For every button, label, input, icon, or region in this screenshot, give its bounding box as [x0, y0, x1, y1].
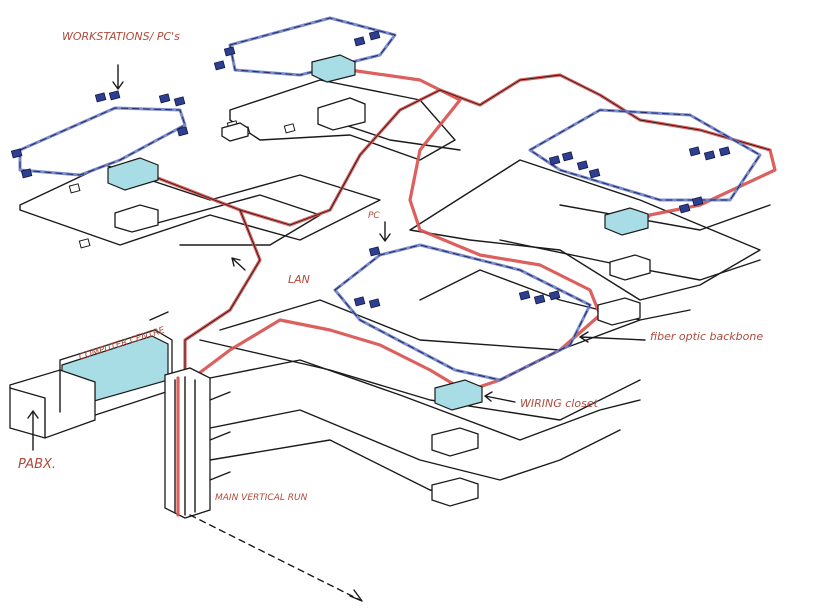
pc: [284, 124, 295, 133]
pc: [69, 184, 80, 193]
down-arrow: [190, 515, 362, 601]
equipment-box: [598, 298, 640, 325]
workstation: [679, 204, 690, 213]
workstation: [354, 37, 365, 46]
pc: [79, 239, 90, 248]
pc-label: PC: [368, 211, 380, 221]
equipment-box: [610, 255, 650, 280]
wiring-closet: [435, 380, 482, 410]
workstation: [95, 93, 106, 102]
workstation: [174, 97, 185, 106]
wiring-closet: [312, 55, 355, 82]
main-vertical-run-label: MAIN VERTICAL RUN: [215, 493, 308, 503]
equipment-box: [432, 478, 478, 506]
workstation: [109, 91, 120, 100]
workstation: [577, 161, 588, 170]
equipment-box: [115, 205, 158, 232]
workstations-label: WORKSTATIONS/ PC's: [62, 30, 180, 43]
lan-cabling: [20, 80, 770, 495]
equipment-box: [222, 123, 248, 141]
equipment-box: [432, 428, 478, 456]
workstation: [704, 151, 715, 160]
workstation: [689, 147, 700, 156]
fiber-backbone-label: fiber optic backbone: [650, 330, 763, 343]
workstation: [562, 152, 573, 161]
pabx-box: [10, 370, 95, 438]
workstation: [354, 297, 365, 306]
pabx-label: PABX.: [18, 457, 56, 472]
workstation: [369, 31, 380, 40]
lan-label: LAN: [288, 273, 310, 286]
equipment-box: [318, 98, 365, 130]
workstation: [549, 156, 560, 165]
workstation: [369, 299, 380, 308]
workstation: [519, 291, 530, 300]
workstation: [549, 291, 560, 300]
annotations: WORKSTATIONS/ PC's LAN PC fiber optic ba…: [18, 30, 763, 503]
workstation: [214, 61, 225, 70]
workstation: [159, 94, 170, 103]
workstation: [719, 147, 730, 156]
workstation-rings: [20, 18, 760, 380]
wiring-closet: [605, 208, 648, 235]
workstation: [589, 169, 600, 178]
wiring-closets: [108, 55, 648, 410]
wiring-closet-label: WIRING closet: [520, 397, 599, 410]
workstation: [534, 295, 545, 304]
